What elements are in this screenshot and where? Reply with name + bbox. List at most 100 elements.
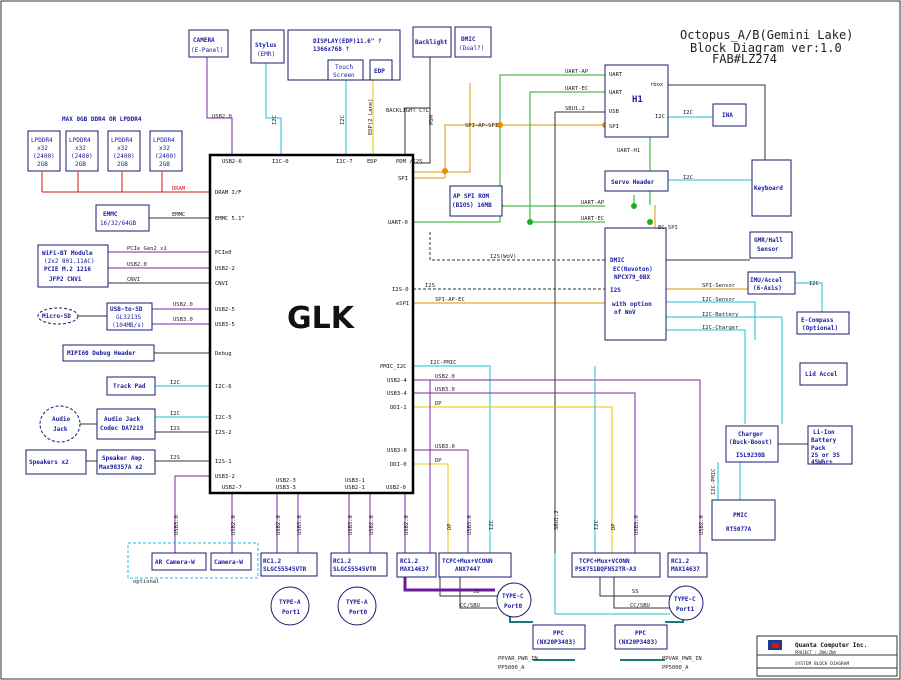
h1-block <box>604 64 669 138</box>
sig-usb30-c1: USB3.0 <box>435 387 455 393</box>
touch-l2: Screen <box>333 72 355 79</box>
typec-port0 <box>496 582 532 618</box>
lpddr4-chip-3 <box>107 130 141 172</box>
ppvar-label-1: PPVAR_PWR_IN <box>662 656 702 662</box>
signal-labels: EMMC PCIe Gen2 x1 USB2.0 CNVI USB2.0 USB… <box>127 69 819 535</box>
arcam-l1: AR Camera-W <box>155 559 195 566</box>
camera-block <box>188 29 229 58</box>
dmic-block <box>454 26 492 58</box>
title-line2: Block Diagram ver:1.0 <box>690 41 842 55</box>
wifi-l2: (2x2 801.11AC) <box>44 258 95 265</box>
camera-l2: (E-Panel) <box>191 47 224 54</box>
tcpc0-l1: TCPC+Mux+VCONN <box>442 558 493 565</box>
audiojack-l1: Audio <box>52 416 70 423</box>
lidaccel-l1: Lid Accel <box>805 371 838 378</box>
charger-l3: ISL9238B <box>736 452 765 459</box>
sig-i2s-amp: I2S <box>170 455 180 461</box>
audio-jack <box>39 405 81 443</box>
edp-block <box>369 59 393 81</box>
e-compass-block <box>796 311 850 335</box>
pin-i2c-7: I2C-7 <box>336 159 353 165</box>
sig-usb30-c0: USB3.0 <box>435 444 455 450</box>
gmr-l2: Sensor <box>757 246 779 253</box>
rc-c1-l2: MAX14637 <box>671 566 700 573</box>
display-l2: 1366x768 ? <box>313 46 350 53</box>
sig-usb30-a1: USB3.0 <box>297 515 303 535</box>
ec-l5: with option <box>612 301 652 308</box>
tcpc-port0-block <box>438 552 512 578</box>
wires <box>41 57 823 661</box>
sig-i2c-tp: I2C <box>170 380 180 386</box>
pin-edp: EDP <box>367 159 378 165</box>
dmic-l2: (Dual?) <box>459 45 484 52</box>
sig-i2c-stylus: I2C <box>272 115 278 125</box>
keyboard-l1: Keyboard <box>754 185 783 192</box>
h1-pin-usb: USB <box>609 109 620 115</box>
sig-i2c-codec: I2C <box>170 411 180 417</box>
sig-usb30-a0: USB3.0 <box>348 515 354 535</box>
h1-pin-i2c: I2C <box>655 114 665 120</box>
pin-usb3-5: USB3-5 <box>215 322 235 328</box>
ppc-port0-block <box>532 624 586 650</box>
wifi-l4: JFP2 CNVi <box>49 276 82 283</box>
sig-usb20-c0: USB2.0 <box>404 515 410 535</box>
stylus-block <box>250 29 285 64</box>
ppc1-l2: (NX20P3483) <box>618 639 658 646</box>
stylus-l2: (EMR) <box>257 51 275 58</box>
microsd-l1: Micro-SD <box>42 313 71 320</box>
dmic-l1: DMIC <box>461 36 476 43</box>
emmc-l2: 16/32/64GB <box>100 220 137 227</box>
sig-i2c-tcpc1: I2C <box>594 520 600 530</box>
mipi-debug-header <box>62 344 155 362</box>
lpddr4-4-l1: LPDDR4 <box>153 137 175 144</box>
rc-typec0-block <box>396 552 437 578</box>
pin-usb3-0: USB3-0 <box>387 448 407 454</box>
pmic-block <box>711 499 776 541</box>
usbsd-l3: (104MB/s) <box>112 322 145 329</box>
pin-espi: eSPI <box>396 301 409 307</box>
sig-uart-ap: UART-AP <box>581 200 605 206</box>
battery-l4: 2S or 3S <box>811 452 840 459</box>
lpddr4-1-l3: (2400) <box>33 153 55 160</box>
typea-port1 <box>270 586 310 626</box>
usbsd-l2: GL3213S <box>116 314 142 321</box>
rc-c0-l2: MAX14637 <box>400 566 429 573</box>
lpddr4-2-l3: (2400) <box>71 153 93 160</box>
ina-block <box>712 103 747 127</box>
edp-l1: EDP <box>374 68 385 75</box>
memory-caption: MAX 8GB DDR4 OR LPDDR4 <box>62 116 142 123</box>
sig-dp-c1: DP <box>435 401 442 407</box>
pmic-l1: PMIC <box>733 512 748 519</box>
sig-i2c-servo: I2C <box>683 175 693 181</box>
battery-l5: 45Whr+ <box>811 459 833 466</box>
typea0-l1: TYPE-A <box>346 599 368 606</box>
wifi-l1: WiFi-BT Module <box>42 250 93 257</box>
sig-i2c-tcpc0: I2C <box>489 520 495 530</box>
pin-ddi-1: DDI-1 <box>390 405 407 411</box>
rc-typea0-block <box>330 552 388 577</box>
ec-l6: of WoV <box>614 309 636 316</box>
servo-l1: Servo Header <box>611 179 655 186</box>
pin-usb2-2: USB2-2 <box>215 266 235 272</box>
pin-i2s-0: I2S-0 <box>392 287 409 293</box>
footer-sheet: SYSTEM BLOCK DIAGRAM <box>795 661 849 667</box>
sig-edp-lanes: EDP(2 Lane) <box>368 99 374 135</box>
ar-camera-block <box>151 552 207 571</box>
pin-usb3-2: USB3-2 <box>215 474 235 480</box>
sig-sbu12: SBU1,2 <box>565 106 585 112</box>
sig-uart-ap-top: UART-AP <box>565 69 589 75</box>
lpddr4-chip-4 <box>149 130 183 172</box>
wifi-bt-module <box>37 244 109 288</box>
pin-debug: Debug <box>215 351 232 357</box>
title-line3: FAB#LZ274 <box>712 52 777 66</box>
sig-i2c-sensor: I2C-Sensor <box>702 297 736 303</box>
footer-project: PROJECT : ZNA/ZNA <box>795 650 837 655</box>
lpddr4-1-l4: 2GB <box>37 161 48 168</box>
typec0-l2: Port0 <box>504 603 522 610</box>
ec-dmic: DMIC <box>610 257 625 264</box>
ina-l1: INA <box>722 112 733 119</box>
h1-rbox: rbox <box>650 82 664 88</box>
lid-accel-block <box>799 362 848 386</box>
rc-c1-l1: RC1.2 <box>671 558 689 565</box>
